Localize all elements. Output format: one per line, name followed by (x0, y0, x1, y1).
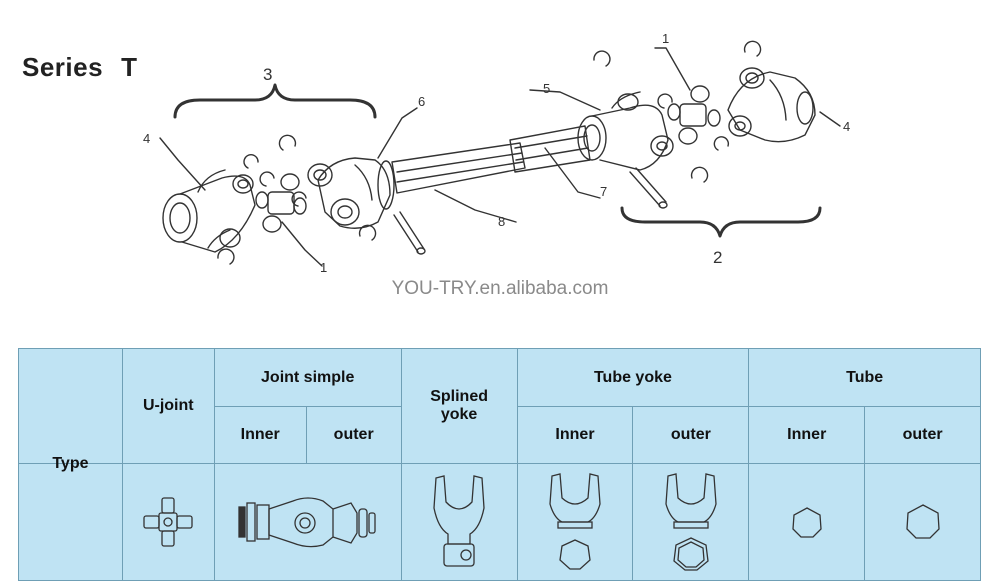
u-joint-cross-icon (143, 497, 193, 547)
watermark: YOU-TRY.en.alibaba.com (391, 278, 609, 299)
tube-outer-cell (864, 463, 981, 581)
ujoint-cell (121, 463, 215, 581)
left-end-yoke (162, 169, 256, 253)
ujoint-header: U-joint (121, 348, 215, 464)
splined-yoke-header: Splined yoke (400, 348, 518, 464)
tube-yoke-outer-icon (665, 473, 717, 571)
tube-inner-header: Inner (748, 406, 866, 464)
callout-6: 6 (418, 94, 425, 109)
callout-4-left: 4 (143, 131, 150, 146)
splined-yoke-icon (433, 475, 485, 567)
type-label: Type (18, 405, 123, 523)
tube-inner-profile-icon (792, 507, 822, 538)
series-letter: T (121, 52, 138, 82)
tube-header: Tube (748, 348, 981, 407)
tube-yoke-outer-cell (632, 463, 750, 581)
tube-yoke-outer-header: outer (632, 406, 750, 464)
inner-tube (391, 142, 526, 194)
right-ujoint-cross (667, 85, 721, 145)
callout-8: 8 (498, 214, 505, 229)
parts-spec-table: U-joint Joint simple Splined yoke Tube y… (18, 348, 981, 581)
brace-right (620, 206, 822, 238)
callout-4-right: 4 (843, 119, 850, 134)
inner-yoke (307, 157, 395, 229)
callout-3: 3 (263, 65, 272, 84)
right-end-yoke (727, 67, 816, 143)
joint-simple-header: Joint simple (213, 348, 402, 407)
series-label: Series (22, 52, 104, 82)
callout-2: 2 (713, 248, 722, 267)
callout-7: 7 (600, 184, 607, 199)
callout-1-left: 1 (320, 260, 327, 275)
joint-simple-inner-header: Inner (213, 406, 307, 464)
tube-yoke-inner-header: Inner (516, 406, 634, 464)
tube-outer-profile-icon (905, 504, 940, 539)
tube-outer-header: outer (864, 406, 981, 464)
joint-simple-icon (238, 497, 376, 548)
tube-yoke-inner-cell (516, 463, 634, 581)
tube-yoke-inner-icon (549, 473, 601, 570)
left-ujoint-cross (255, 173, 307, 233)
callout-1-right: 1 (662, 31, 669, 46)
splined-yoke-cell (400, 463, 518, 581)
splined-yoke (577, 91, 674, 171)
joint-simple-cell (213, 463, 402, 581)
exploded-driveshaft-drawing: 3 2 4 4 1 1 6 5 7 8 (143, 31, 850, 275)
series-title: Series T (22, 52, 137, 83)
joint-simple-outer-header: outer (305, 406, 402, 464)
callout-5: 5 (543, 81, 550, 96)
tube-yoke-header: Tube yoke (516, 348, 750, 407)
tube-inner-cell (748, 463, 866, 581)
brace-left (173, 83, 377, 119)
